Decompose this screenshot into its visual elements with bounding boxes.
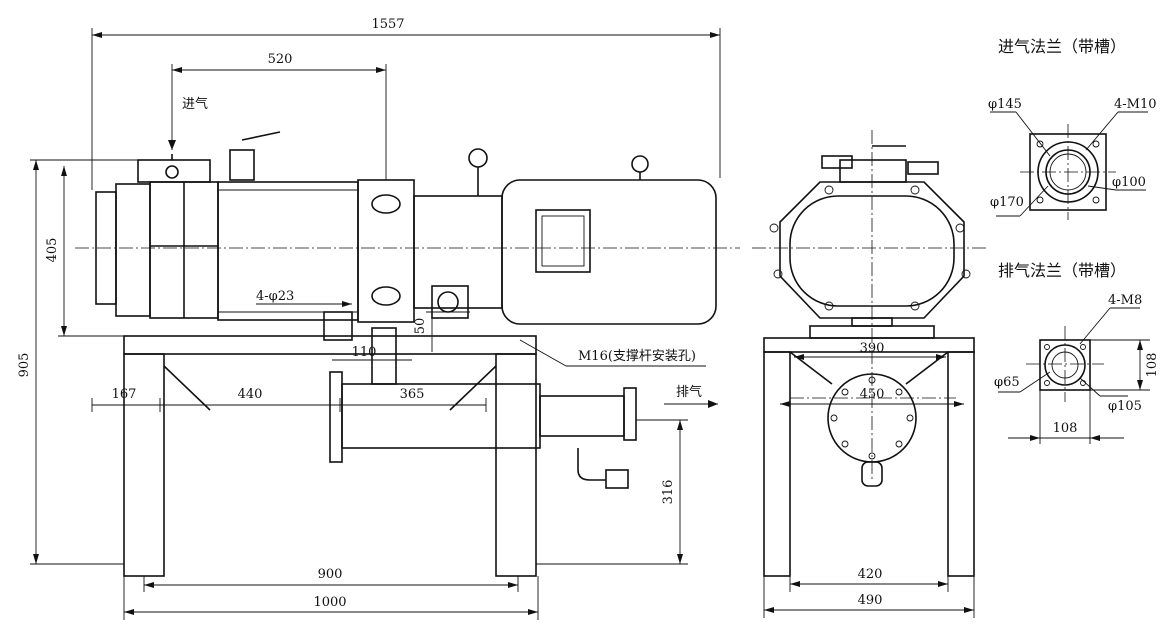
dim-inlet-offset: 520: [268, 52, 293, 67]
exhaust-flange-bolt-circle: φ105: [1108, 399, 1142, 414]
dim-50: 50: [413, 318, 428, 335]
inlet-flange-bolt-circle: φ170: [990, 195, 1024, 210]
exhaust-flange-bolts: 4-M8: [1108, 293, 1142, 308]
dim-440: 440: [238, 387, 263, 402]
front-view: 1557 520 905 405 4-φ23 50 110 167 440 36…: [17, 17, 740, 620]
dim-1000: 1000: [313, 595, 346, 610]
support-hole-label: M16(支撑杆安装孔): [578, 349, 696, 364]
dim-450: 450: [860, 387, 885, 402]
dim-167: 167: [112, 387, 137, 402]
dim-490: 490: [858, 593, 883, 608]
inlet-flange-bolts: 4-M10: [1114, 97, 1157, 112]
dim-110: 110: [352, 345, 377, 360]
exhaust-flange-side-width: 108: [1053, 421, 1078, 436]
exhaust-flange-side-height: 108: [1145, 353, 1160, 378]
inlet-flange-title: 进气法兰（带槽）: [998, 37, 1126, 56]
inlet-label: 进气: [182, 96, 208, 112]
exhaust-flange-outer-diameter: φ65: [994, 375, 1020, 390]
inlet-flange-inner-diameter: φ100: [1112, 175, 1146, 190]
dim-900: 900: [318, 567, 343, 582]
exhaust-flange-detail: 排气法兰（带槽） 4-M8 φ65 φ105 108 108: [994, 261, 1160, 444]
dim-390: 390: [860, 341, 885, 356]
inlet-flange-outer-diameter: φ145: [988, 97, 1022, 112]
dim-overall-length: 1557: [371, 17, 404, 32]
dim-365: 365: [400, 387, 425, 402]
dim-total-height: 905: [17, 353, 32, 378]
exhaust-label: 排气: [676, 384, 702, 400]
dim-shaft-height: 405: [45, 238, 60, 263]
inlet-flange-detail: 进气法兰（带槽） φ145 4-M10 φ170 φ100: [988, 37, 1157, 220]
exhaust-flange-title: 排气法兰（带槽）: [998, 261, 1126, 280]
dimension-lines: [30, 28, 721, 620]
dim-420: 420: [858, 567, 883, 582]
dim-bolt-holes: 4-φ23: [256, 289, 294, 304]
dim-316: 316: [661, 480, 676, 505]
side-view: 390 450 420 490: [752, 130, 988, 618]
